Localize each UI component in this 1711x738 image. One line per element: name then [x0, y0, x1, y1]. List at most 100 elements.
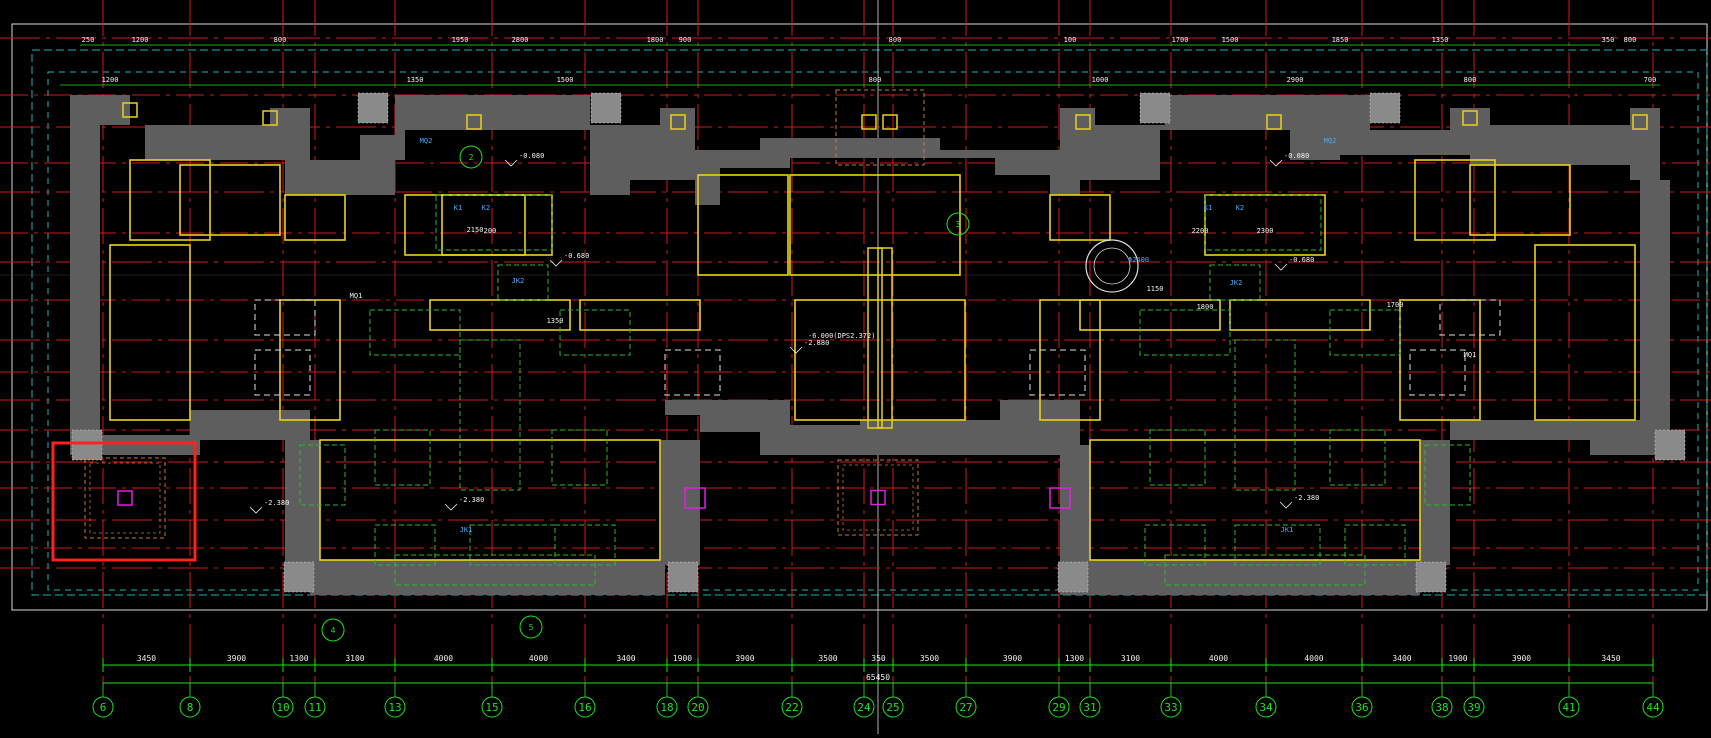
dimension-text: 3100 — [1121, 654, 1140, 663]
wall-outline — [789, 174, 961, 276]
wall-outline — [579, 299, 701, 331]
top-dimension-text: 800 — [1624, 36, 1637, 44]
opening-outline — [497, 264, 549, 301]
opening-outline — [1209, 264, 1261, 301]
axis-bubble — [882, 696, 904, 718]
axis-label: 18 — [660, 701, 673, 714]
dimension-text: 4000 — [434, 654, 453, 663]
top-dimension-text: 700 — [1644, 76, 1657, 84]
top-dimension-text: 1200 — [102, 76, 119, 84]
top-dimension-text: 100 — [1064, 36, 1077, 44]
axis-bubble — [853, 696, 875, 718]
hatched-column-block — [1415, 561, 1447, 593]
top-dimension-text: 1800 — [647, 36, 664, 44]
opening-outline — [1204, 194, 1322, 251]
top-dimension-text: 2900 — [1287, 76, 1304, 84]
dimension-text: 4000 — [1304, 654, 1323, 663]
axis-label: 8 — [187, 701, 194, 714]
section-mark-text: 2 — [469, 153, 474, 162]
column-square — [1632, 114, 1648, 130]
level-triangle — [789, 346, 803, 354]
wall-outline — [794, 299, 966, 421]
foundation-pad-inner — [89, 462, 161, 534]
dashed-white-outline — [254, 299, 316, 336]
hatched-column-block — [667, 561, 699, 593]
opening-outline — [1234, 524, 1321, 566]
wall-band — [1450, 180, 1670, 455]
outer-frame — [11, 23, 1708, 611]
dimension-text: 3900 — [1003, 654, 1022, 663]
top-dimension-text: 1950 — [452, 36, 469, 44]
opening-outline — [469, 524, 556, 566]
axis-bubble — [304, 696, 326, 718]
wall-band — [285, 440, 320, 565]
dimension-text: 3900 — [227, 654, 246, 663]
level-triangle — [1274, 263, 1288, 271]
pile-marker — [117, 490, 133, 506]
wall-outline — [109, 244, 191, 421]
hatched-column-block — [357, 92, 389, 124]
hatched-column-block — [1057, 561, 1089, 593]
section-mark — [321, 618, 345, 642]
wall-band — [70, 125, 310, 455]
axis-bubble — [1255, 696, 1277, 718]
hatched-column-block — [1369, 92, 1401, 124]
dimension-text: 3450 — [137, 654, 156, 663]
opening-outline — [1424, 444, 1471, 506]
center-core-wall — [867, 247, 883, 429]
center-core-wall — [877, 247, 893, 429]
axis-label: 22 — [785, 701, 798, 714]
column-square — [1266, 114, 1282, 130]
level-triangle — [1279, 501, 1293, 509]
level-triangle — [249, 506, 263, 514]
opening-outline — [394, 554, 596, 586]
top-dimension-text: 250 — [82, 36, 95, 44]
drawing-label: JK1 — [460, 526, 473, 534]
axis-label: 29 — [1052, 701, 1065, 714]
axis-bubble — [955, 696, 977, 718]
wall-outline — [284, 194, 346, 241]
foundation-pad-inner — [842, 464, 914, 531]
drawing-label: 2200 — [1192, 227, 1209, 235]
axis-bubble — [1642, 696, 1664, 718]
dimension-text: 3900 — [1512, 654, 1531, 663]
opening-outline — [374, 524, 436, 566]
axis-bubble — [574, 696, 596, 718]
axis-label: 33 — [1164, 701, 1177, 714]
column-square — [122, 102, 138, 118]
drawing-label: 200 — [484, 227, 497, 235]
wall-outline — [129, 159, 211, 241]
level-mark-text: -2.380 — [1294, 494, 1319, 502]
axis-label: 6 — [100, 701, 107, 714]
wall-outline — [1079, 299, 1221, 331]
drawing-label: MQ1 — [1464, 351, 1477, 359]
opening-outline — [1329, 309, 1401, 356]
drawing-label: 1700 — [1387, 301, 1404, 309]
top-dimension-text: 1700 — [1172, 36, 1189, 44]
dimension-text: 3500 — [818, 654, 837, 663]
pile-marker — [870, 489, 886, 506]
axis-bubble — [1160, 696, 1182, 718]
drawing-label: JK1 — [1281, 526, 1294, 534]
section-mark-text: 4 — [331, 626, 336, 635]
axis-label: 34 — [1259, 701, 1273, 714]
column-square — [882, 114, 898, 130]
opening-outline — [299, 444, 346, 506]
wall-outline — [1089, 439, 1421, 561]
axis-bubble — [481, 696, 503, 718]
opening-outline — [369, 309, 461, 356]
wall-band — [310, 560, 665, 595]
selection-highlight-box[interactable] — [51, 441, 197, 562]
inner-dashed-boundary — [47, 71, 1699, 591]
level-triangle — [549, 259, 563, 267]
opening-outline — [1344, 524, 1406, 566]
drawing-label: K1 — [454, 204, 462, 212]
drawing-label: MQ1 — [350, 292, 363, 300]
wall-outline — [1469, 164, 1571, 236]
top-dimension-text: 800 — [1464, 76, 1477, 84]
wall-band — [1060, 445, 1090, 565]
drawing-label: MQ2 — [1324, 137, 1337, 145]
